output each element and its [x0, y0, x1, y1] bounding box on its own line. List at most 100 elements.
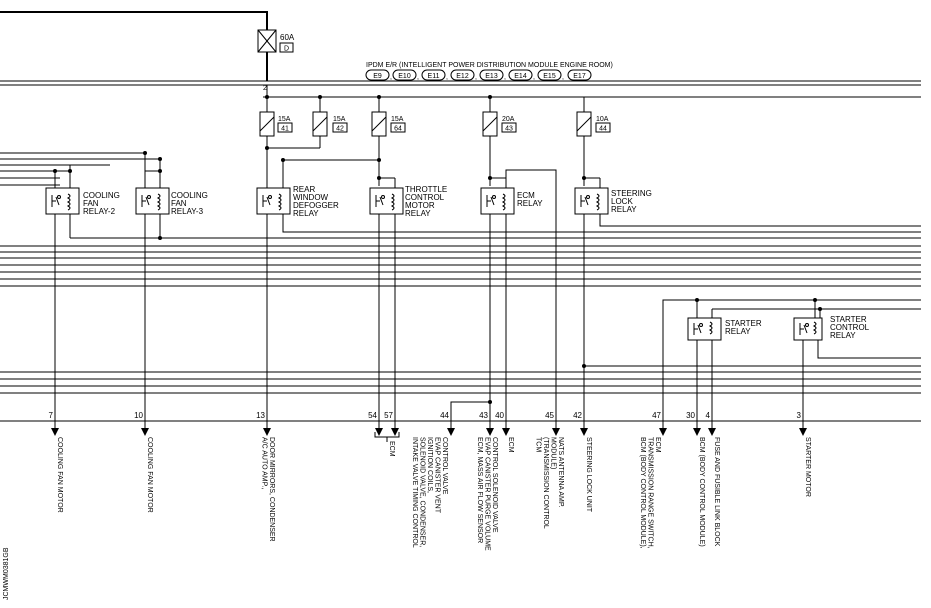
output-label-line: STARTER MOTOR [804, 437, 811, 497]
terminal-number: 7 [49, 411, 54, 420]
output-label-line: EVAP CANISTER VENT [434, 437, 441, 514]
main-fuse-id: D [284, 46, 289, 53]
fuse-rating: 15A [333, 116, 346, 123]
output-label-line: DOOR MIRRORS, CONDENSER [268, 437, 275, 542]
connector-row: E9,E10,E11,E12,E13,E14,E15,E17 [365, 69, 592, 81]
output-label: STEERING LOCK UNIT [585, 437, 592, 513]
fuse-rating: 20A [502, 116, 515, 123]
connector-label: E10 [398, 73, 411, 80]
terminal-number: 13 [256, 411, 265, 420]
fuse-id: 42 [336, 126, 344, 133]
connector-separator: , [504, 74, 506, 81]
output-label: A/C AUTO AMP.,DOOR MIRRORS, CONDENSER [261, 437, 276, 542]
output-label: ECM [388, 441, 395, 457]
connector-label: E13 [485, 73, 498, 80]
connector-pill: E13, [479, 69, 506, 81]
connector-label: E14 [514, 73, 527, 80]
fuse-drops [265, 97, 585, 186]
output-label: STARTER MOTOR [804, 437, 811, 497]
output-label-line: MODULE) [550, 437, 557, 469]
connector-label: E11 [428, 73, 440, 80]
output-label-line: ECM, MASS AIR FLOW SENSOR [476, 437, 483, 543]
output-arrow [447, 428, 455, 436]
ecm-branch [450, 401, 490, 421]
output-label-line: COOLING FAN MOTOR [146, 437, 153, 513]
output-arrow [141, 428, 149, 436]
terminal-number: 47 [652, 411, 661, 420]
harness-lines [0, 152, 921, 394]
ipdm-title: IPDM E/R (INTELLIGENT POWER DISTRIBUTION… [366, 62, 613, 69]
output-label-line: (TRANSMISSION CONTROL [542, 437, 549, 529]
output-arrow [263, 428, 271, 436]
connector-separator: , [475, 74, 477, 81]
connector-pill: E17 [567, 69, 592, 81]
output-arrow [580, 428, 588, 436]
main-feed: 60A D [0, 11, 295, 81]
terminal-number: 3 [797, 411, 802, 420]
connector-pill: E10, [392, 69, 419, 81]
terminal-number: 42 [573, 411, 582, 420]
fuse-10a-44: 10A 44 [576, 111, 611, 137]
connector-pill: E12, [450, 69, 477, 81]
figure-code: JCMWM0381GB [3, 547, 10, 600]
main-fuse-id-box [279, 42, 294, 53]
fuse-15a-41: 15A 41 [259, 111, 293, 137]
output-arrow [391, 428, 399, 436]
output-label-line: BCM (BODY CONTROL MODULE) [698, 437, 705, 547]
output-label-line: IGNITION COILS, [426, 437, 433, 493]
output-label-line: ECM [654, 437, 661, 453]
fuse-20a-43: 20A 43 [482, 111, 517, 137]
output-label-line: SOLENOID VALVE, CONDENSER, [419, 437, 426, 547]
connector-separator: , [562, 74, 564, 81]
output-label-line: FUSE AND FUSIBLE LINK BLOCK [713, 437, 720, 547]
output-label-line: TCM [535, 437, 542, 452]
connector-label: E9 [373, 73, 382, 80]
connector-separator: , [390, 74, 392, 81]
terminal-number: 4 [706, 411, 711, 420]
fuse-rating: 15A [278, 116, 291, 123]
connector-label: E12 [456, 73, 469, 80]
terminal-number: 57 [384, 411, 393, 420]
connector-pill: E11, [421, 69, 448, 81]
output-label-line: COOLING FAN MOTOR [56, 437, 63, 513]
output-label-line: CONTROL VALVE [441, 437, 448, 495]
output-label-line: ECM [388, 441, 395, 457]
fuse-id: 43 [505, 126, 513, 133]
fuse-id: 44 [599, 126, 607, 133]
output-label: FUSE AND FUSIBLE LINK BLOCK [713, 437, 720, 547]
output-label-line: ECM [507, 437, 514, 453]
ipdm-header: IPDM E/R (INTELLIGENT POWER DISTRIBUTION… [365, 62, 613, 81]
fuse-id: 64 [394, 126, 402, 133]
connector-separator: , [446, 74, 448, 81]
terminal-number: 10 [134, 411, 143, 420]
output-label: COOLING FAN MOTOR [146, 437, 153, 513]
fuse-15a-64: 15A 64 [371, 111, 406, 137]
main-fuse-rating: 60A [280, 33, 295, 42]
output-label: COOLING FAN MOTOR [56, 437, 63, 513]
output-arrow [375, 428, 383, 436]
output-arrow [502, 428, 510, 436]
output-label-line: EVAP CANISTER PURGE VOLUME [484, 437, 491, 551]
output-arrow [693, 428, 701, 436]
output-label-line: NATS ANTENNA AMP. [557, 437, 564, 508]
output-arrow [708, 428, 716, 436]
main-feed-terminal: 2 [263, 85, 267, 92]
terminal-number: 30 [686, 411, 695, 420]
